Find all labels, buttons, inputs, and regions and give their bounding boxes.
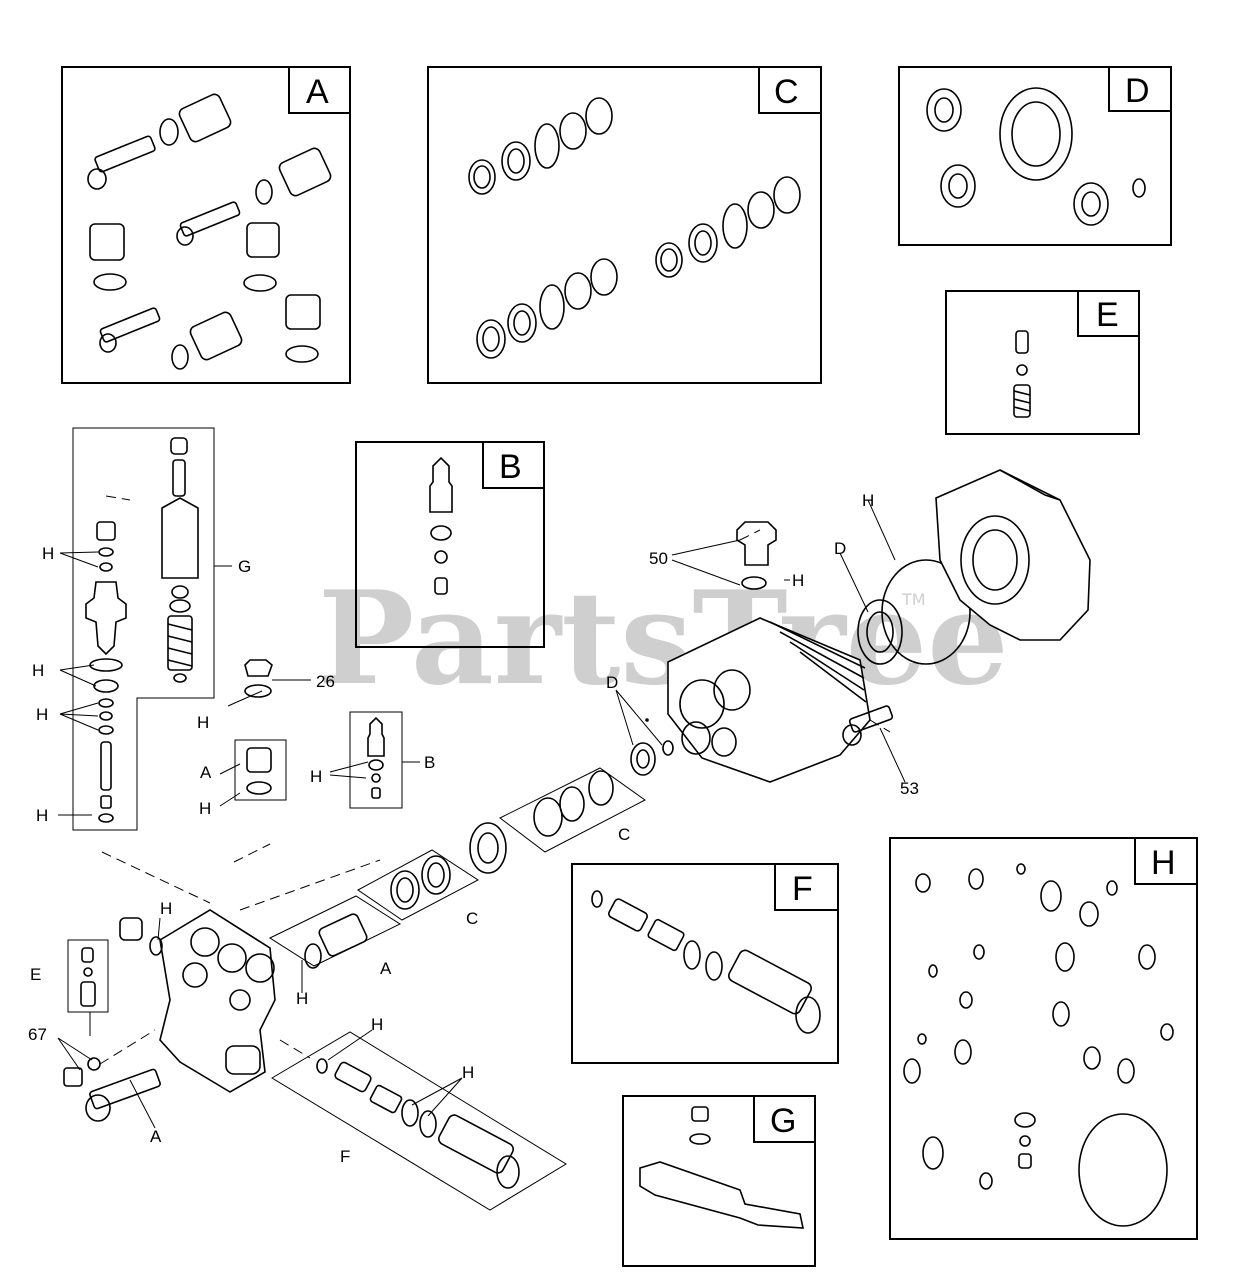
callout-67: 67 bbox=[28, 1025, 47, 1044]
bolt-part bbox=[87, 135, 241, 353]
callout-c-1: C bbox=[618, 825, 630, 844]
c-group-upper bbox=[499, 767, 646, 853]
a-group bbox=[268, 895, 402, 969]
kit-e-label: E bbox=[1096, 296, 1119, 334]
callout-h-6: H bbox=[199, 799, 211, 818]
kit-f-panel[interactable]: F bbox=[571, 863, 839, 1064]
kit-a-panel[interactable]: A bbox=[61, 66, 351, 384]
callout-h-1: H bbox=[42, 544, 54, 563]
cap-26 bbox=[244, 659, 273, 698]
kit-h-label: H bbox=[1151, 844, 1176, 882]
kit-g-group-outline bbox=[72, 427, 215, 831]
kit-e-panel[interactable]: E bbox=[945, 290, 1140, 435]
spring-ball-part bbox=[1013, 330, 1031, 418]
callout-labels: H H H H G 26 H A H H B 50 H D H D 53 C C… bbox=[28, 491, 919, 1166]
leader-lines bbox=[57, 499, 906, 1129]
seal-part bbox=[468, 97, 801, 359]
callout-h-8: H bbox=[792, 571, 804, 590]
watermark-tm: TM bbox=[901, 590, 926, 609]
kit-f-label: F bbox=[792, 870, 813, 908]
callout-h-2: H bbox=[32, 661, 44, 680]
kit-c-label: C bbox=[774, 73, 799, 111]
manifold-bolts bbox=[63, 1057, 161, 1122]
kit-c-panel[interactable]: C bbox=[427, 66, 822, 384]
callout-h-3: H bbox=[36, 705, 48, 724]
callout-53: 53 bbox=[900, 779, 919, 798]
watermark-text: PartsTree bbox=[318, 564, 1009, 714]
manifold-part bbox=[119, 909, 276, 1093]
f-group bbox=[271, 1031, 567, 1211]
o-ring-assortment bbox=[903, 863, 1174, 1227]
callout-h-9: H bbox=[862, 491, 874, 510]
callout-26: 26 bbox=[316, 672, 335, 691]
kit-d-label: D bbox=[1125, 72, 1150, 110]
bolt-53 bbox=[842, 705, 894, 746]
main-axis-seals bbox=[469, 740, 674, 874]
callout-h-11: H bbox=[296, 989, 308, 1008]
callout-c-2: C bbox=[466, 909, 478, 928]
callout-h-4: H bbox=[36, 806, 48, 825]
callout-h-12: H bbox=[371, 1015, 383, 1034]
kit-g-label: G bbox=[770, 1102, 796, 1140]
callout-h-10: H bbox=[160, 899, 172, 918]
crankcase-seals bbox=[857, 559, 971, 665]
kit-g-panel[interactable]: G bbox=[622, 1095, 816, 1267]
kit-h-panel[interactable]: H bbox=[889, 837, 1198, 1240]
pump-head-part bbox=[645, 521, 871, 783]
callout-e: E bbox=[30, 965, 41, 984]
fitting-part bbox=[429, 456, 453, 595]
callout-d-2: D bbox=[606, 673, 618, 692]
kit-a-label: A bbox=[306, 73, 329, 111]
callout-50: 50 bbox=[649, 549, 668, 568]
kit-d-panel[interactable]: D bbox=[898, 66, 1172, 246]
regulator-stack-part bbox=[85, 437, 199, 823]
crankcase-part bbox=[935, 469, 1091, 641]
inset-a bbox=[234, 739, 287, 801]
unloader-part bbox=[591, 890, 821, 1034]
callout-a-1: A bbox=[200, 763, 212, 782]
check-valve-part bbox=[89, 93, 332, 361]
callout-f: F bbox=[340, 1147, 350, 1166]
o-ring-part bbox=[93, 118, 319, 370]
thermal-valve-part bbox=[639, 1106, 805, 1229]
kit-b-panel[interactable]: B bbox=[355, 441, 545, 648]
callout-h-7: H bbox=[310, 767, 322, 786]
callout-a-2: A bbox=[380, 959, 392, 978]
callout-d-1: D bbox=[834, 539, 846, 558]
inset-b bbox=[349, 711, 403, 809]
kit-b-label: B bbox=[499, 448, 522, 486]
c-group-lower bbox=[357, 849, 479, 921]
callout-b: B bbox=[424, 753, 435, 772]
watermark: PartsTree TM bbox=[318, 564, 1009, 714]
callout-a-3: A bbox=[150, 1127, 162, 1146]
callout-h-5: H bbox=[197, 713, 209, 732]
callout-g: G bbox=[238, 557, 251, 576]
inset-e bbox=[67, 939, 109, 1013]
oil-seal-part bbox=[926, 87, 1146, 226]
callout-h-13: H bbox=[462, 1063, 474, 1082]
